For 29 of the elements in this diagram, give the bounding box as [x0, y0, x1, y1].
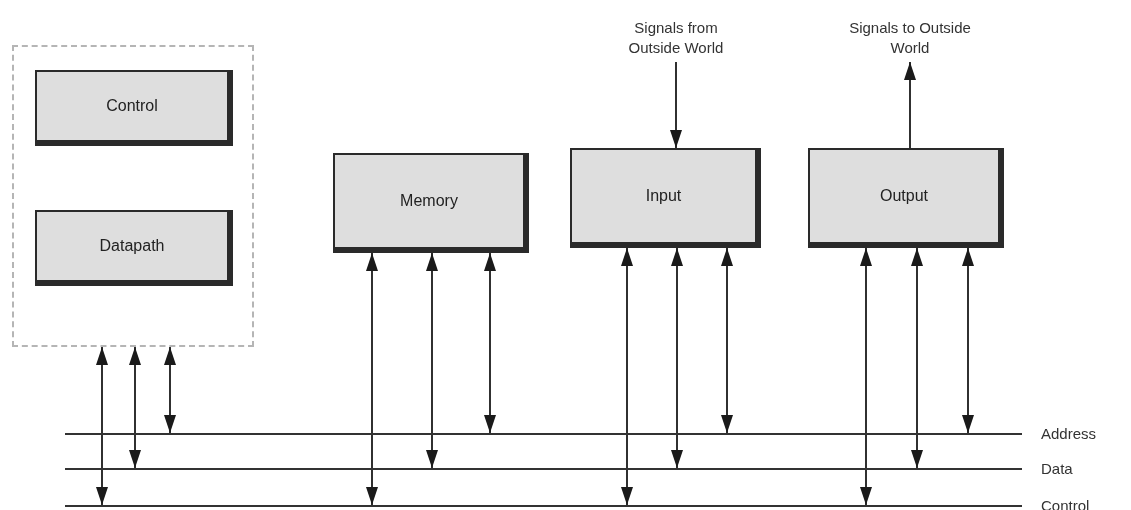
arrow [129, 346, 141, 469]
arrow [962, 247, 974, 434]
box-label: Output [880, 186, 928, 206]
arrow [484, 252, 496, 434]
process-box [808, 148, 1004, 248]
box-label: Datapath [99, 236, 165, 256]
arrow [621, 247, 633, 506]
arrow [904, 61, 916, 149]
process-box [35, 70, 233, 146]
signal-label: Signals from Outside World [627, 17, 725, 58]
process-box [35, 210, 233, 286]
box-label: Memory [400, 191, 458, 211]
dashed-group-box [12, 45, 254, 347]
process-box [570, 148, 761, 248]
arrow [426, 252, 438, 469]
box-label: Control [106, 96, 158, 116]
arrow [911, 247, 923, 469]
bus-label: Data [1041, 459, 1073, 479]
arrow [670, 61, 682, 149]
arrow [164, 346, 176, 434]
process-box [333, 153, 529, 253]
arrow [96, 346, 108, 506]
bus-label: Address [1041, 424, 1097, 444]
arrow [721, 247, 733, 434]
arrow [671, 247, 683, 469]
box-label: Input [645, 186, 682, 206]
arrow [860, 247, 872, 506]
signal-label: Signals to Outside World [848, 17, 972, 58]
arrow [366, 252, 378, 506]
